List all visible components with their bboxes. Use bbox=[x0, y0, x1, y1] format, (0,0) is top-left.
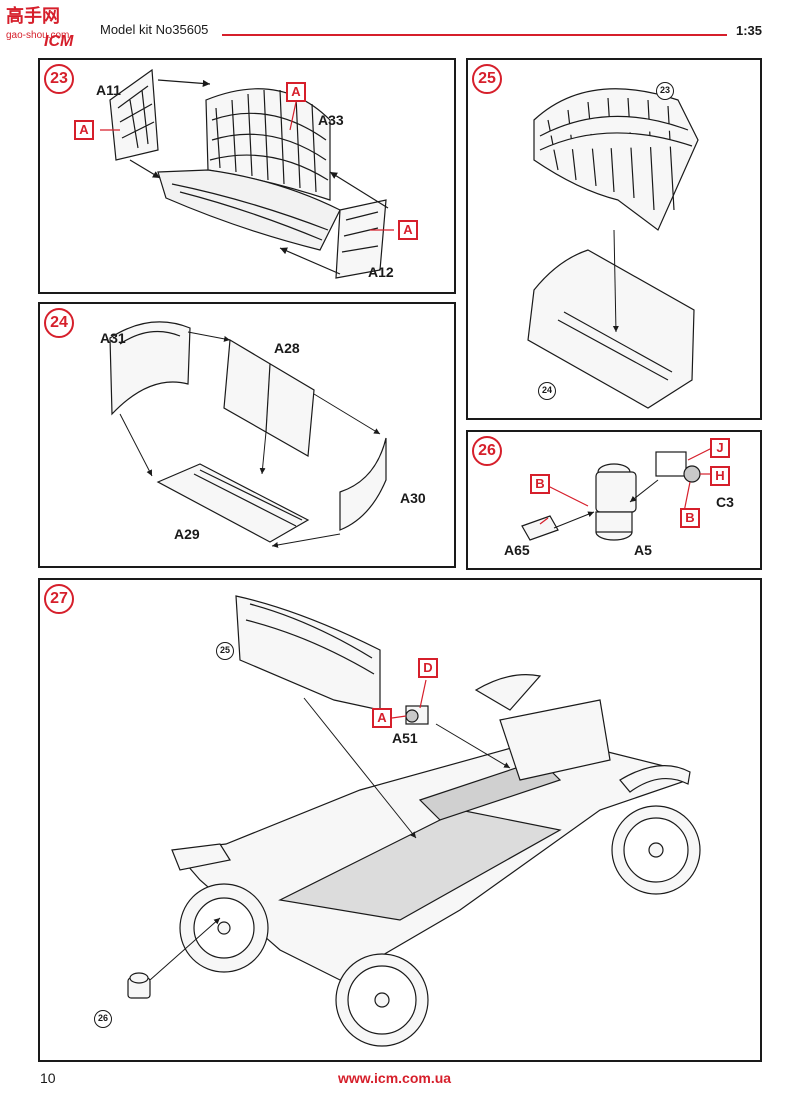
step-26-badge: 26 bbox=[472, 436, 502, 466]
page-number: 10 bbox=[40, 1070, 56, 1086]
step-27-drawing bbox=[127, 595, 701, 1047]
step-24-drawing bbox=[109, 321, 387, 548]
part-a30: A30 bbox=[400, 490, 426, 506]
ref-step-23: 23 bbox=[656, 82, 674, 100]
kit-scale: 1:35 bbox=[736, 23, 763, 38]
header-rule bbox=[222, 34, 727, 36]
part-a33: A33 bbox=[318, 112, 344, 128]
step-25-panel: 25 23 24 bbox=[466, 58, 762, 420]
step-23-panel: 23 A11 A33 A12 A A A bbox=[38, 58, 456, 294]
part-a12: A12 bbox=[368, 264, 394, 280]
watermark-cn: 高手网 bbox=[6, 5, 60, 26]
website-link[interactable]: www.icm.com.ua bbox=[338, 1070, 452, 1086]
step-27-panel: 27 D A A51 25 26 bbox=[38, 578, 762, 1062]
ref-step-26: 26 bbox=[94, 1010, 112, 1028]
ref-step-25: 25 bbox=[216, 642, 234, 660]
paint-code-a: A bbox=[286, 82, 306, 102]
step-24-badge: 24 bbox=[44, 308, 74, 338]
part-a5: A5 bbox=[634, 542, 652, 558]
ref-step-24: 24 bbox=[538, 382, 556, 400]
paint-code-a: A bbox=[398, 220, 418, 240]
kit-title: Model kit No35605 bbox=[100, 22, 209, 37]
watermark-url: gao-shou.com bbox=[6, 30, 69, 41]
step-23-drawing bbox=[100, 68, 394, 279]
icm-logo: 高手网 gao-shou.com ICM bbox=[0, 0, 96, 52]
paint-code-j: J bbox=[710, 438, 730, 458]
part-a65: A65 bbox=[504, 542, 530, 558]
paint-code-a: A bbox=[74, 120, 94, 140]
part-c3: C3 bbox=[716, 494, 734, 510]
step-24-panel: 24 A31 A28 A30 A29 bbox=[38, 302, 456, 568]
paint-code-b: B bbox=[680, 508, 700, 528]
step-25-badge: 25 bbox=[472, 64, 502, 94]
logo-text: ICM bbox=[44, 33, 74, 50]
paint-code-h: H bbox=[710, 466, 730, 486]
paint-code-d: D bbox=[418, 658, 438, 678]
paint-code-a: A bbox=[372, 708, 392, 728]
part-a51: A51 bbox=[392, 730, 418, 746]
step-25-drawing bbox=[527, 88, 699, 409]
part-a31: A31 bbox=[100, 330, 126, 346]
step-26-drawing bbox=[521, 447, 713, 541]
part-a29: A29 bbox=[174, 526, 200, 542]
step-26-panel: 26 B J H B A65 A5 C3 bbox=[466, 430, 762, 570]
step-27-badge: 27 bbox=[44, 584, 74, 614]
step-23-badge: 23 bbox=[44, 64, 74, 94]
paint-code-b: B bbox=[530, 474, 550, 494]
part-a28: A28 bbox=[274, 340, 300, 356]
part-a11: A11 bbox=[96, 82, 121, 98]
